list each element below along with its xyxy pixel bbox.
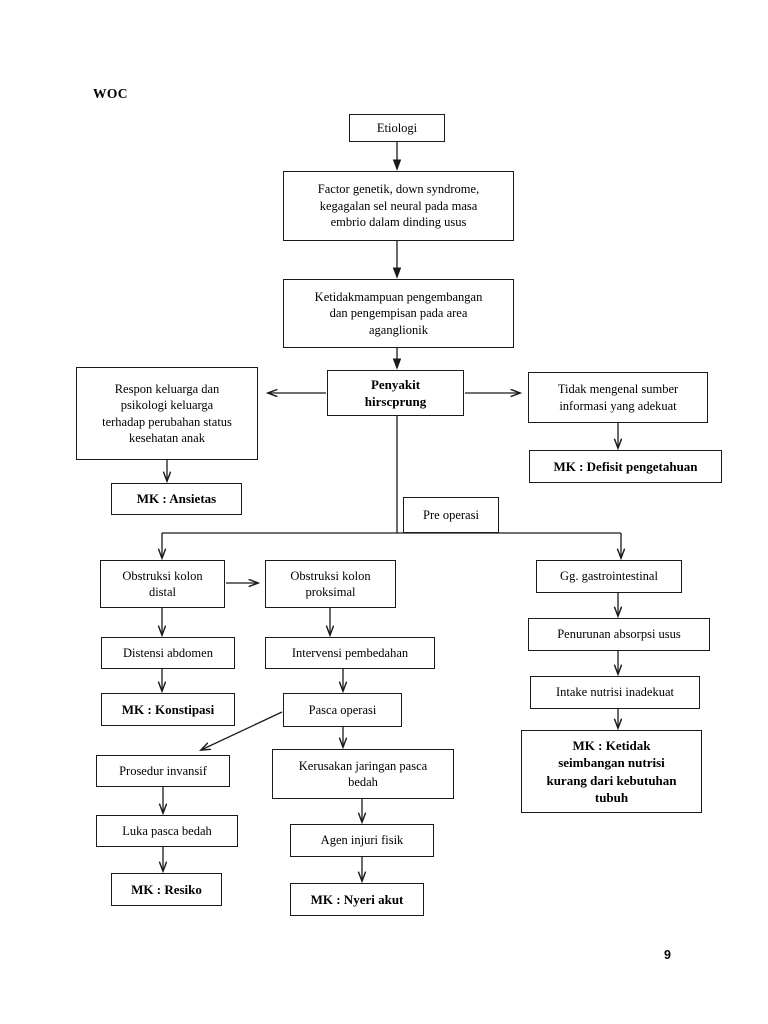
flow-node-tidak-mengenal: Tidak mengenal sumber informasi yang ade… xyxy=(528,372,708,423)
flow-node-penyakit: Penyakit hirscprung xyxy=(327,370,464,416)
flow-node-label: Factor genetik, down syndrome, kegagalan… xyxy=(317,182,480,230)
flow-node-obstruksi-proks: Obstruksi kolon proksimal xyxy=(265,560,396,608)
flow-node-label: Etiologi xyxy=(376,120,418,135)
flow-node-label: Respon keluarga dan psikologi keluarga t… xyxy=(102,381,232,446)
flow-node-label: Intervensi pembedahan xyxy=(291,645,409,660)
flow-node-label: MK : Konstipasi xyxy=(121,701,215,717)
flow-node-prosedur: Prosedur invansif xyxy=(96,755,230,787)
flow-node-mk-resiko: MK : Resiko xyxy=(111,873,222,906)
flow-node-label: Penurunan absorpsi usus xyxy=(557,627,681,642)
flow-node-label: Kerusakan jaringan pasca bedah xyxy=(298,758,428,790)
flow-node-label: Agen injuri fisik xyxy=(320,833,404,848)
flow-node-label: Distensi abdomen xyxy=(123,645,213,660)
flow-node-label: Intake nutrisi inadekuat xyxy=(555,685,675,700)
flow-node-label: MK : Ketidak seimbangan nutrisi kurang d… xyxy=(546,738,677,805)
flow-node-ketidakmampuan: Ketidakmampuan pengembangan dan pengempi… xyxy=(283,279,514,348)
flow-node-mk-nutrisi: MK : Ketidak seimbangan nutrisi kurang d… xyxy=(521,730,702,813)
flow-node-label: Obstruksi kolon distal xyxy=(122,568,203,600)
flow-node-label: Prosedur invansif xyxy=(119,763,207,778)
flow-node-mk-konstipasi: MK : Konstipasi xyxy=(101,693,235,726)
flow-node-label: MK : Ansietas xyxy=(136,491,217,507)
flow-node-label: MK : Defisit pengetahuan xyxy=(553,458,698,474)
flow-node-intervensi: Intervensi pembedahan xyxy=(265,637,435,669)
page-title: WOC xyxy=(93,86,128,101)
flow-node-kerusakan: Kerusakan jaringan pasca bedah xyxy=(272,749,454,799)
flow-node-label: Penyakit hirscprung xyxy=(364,376,427,409)
flow-node-etiologi: Etiologi xyxy=(349,114,445,142)
flow-node-mk-ansietas: MK : Ansietas xyxy=(111,483,242,515)
flow-node-obstruksi-distal: Obstruksi kolon distal xyxy=(100,560,225,608)
flow-node-distensi: Distensi abdomen xyxy=(101,637,235,669)
flow-node-intake: Intake nutrisi inadekuat xyxy=(530,676,700,709)
flow-node-label: Ketidakmampuan pengembangan dan pengempi… xyxy=(314,289,483,337)
flow-node-pasca-operasi: Pasca operasi xyxy=(283,693,402,727)
flow-node-label: Obstruksi kolon proksimal xyxy=(290,568,371,600)
flow-node-label: Tidak mengenal sumber informasi yang ade… xyxy=(557,382,679,413)
flow-node-label: Pasca operasi xyxy=(308,702,377,717)
flow-node-label: MK : Resiko xyxy=(131,881,202,897)
flow-node-label: Pre operasi xyxy=(423,507,479,522)
page-number: 9 xyxy=(664,948,671,962)
flow-node-luka: Luka pasca bedah xyxy=(96,815,238,847)
flow-node-pre-operasi: Pre operasi xyxy=(403,497,499,533)
flow-node-agen-injuri: Agen injuri fisik xyxy=(290,824,434,857)
flow-node-gg-gastro: Gg. gastrointestinal xyxy=(536,560,682,593)
flow-node-label: MK : Nyeri akut xyxy=(310,891,404,907)
flow-node-label: Gg. gastrointestinal xyxy=(560,569,658,584)
flow-node-respon: Respon keluarga dan psikologi keluarga t… xyxy=(76,367,258,460)
flow-node-faktor: Factor genetik, down syndrome, kegagalan… xyxy=(283,171,514,241)
flow-node-mk-defisit: MK : Defisit pengetahuan xyxy=(529,450,722,483)
flow-node-mk-nyeri: MK : Nyeri akut xyxy=(290,883,424,916)
flow-node-penurunan: Penurunan absorpsi usus xyxy=(528,618,710,651)
flow-node-label: Luka pasca bedah xyxy=(122,823,212,838)
